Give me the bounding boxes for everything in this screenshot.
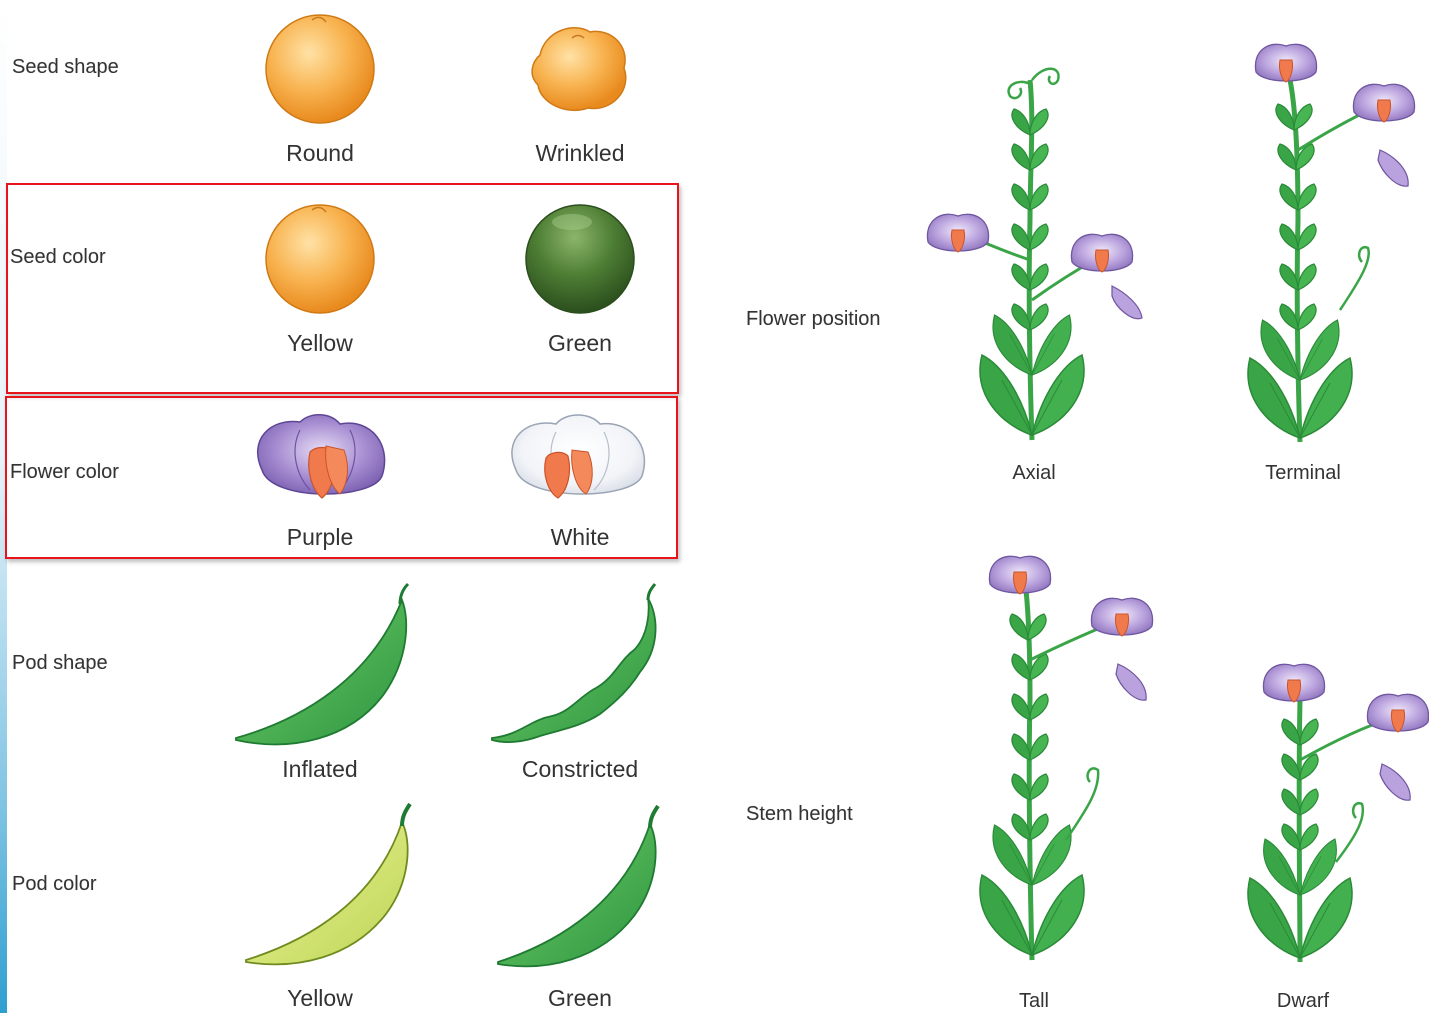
pod-inflated (236, 584, 408, 744)
seed-wrinkled (532, 28, 626, 111)
row-label-flower-color: Flower color (10, 461, 119, 484)
plant-label-terminal: Terminal (1203, 462, 1403, 485)
plant-axial (927, 69, 1142, 440)
variant-label-yellow-seed: Yellow (220, 330, 420, 357)
variant-label-green-seed: Green (480, 330, 680, 357)
pod-yellow (246, 804, 410, 964)
variant-label-green-pod: Green (480, 985, 680, 1012)
row-label-pod-shape: Pod shape (12, 652, 108, 675)
pod-constricted (492, 584, 656, 742)
trait-label-flower-position: Flower position (746, 308, 881, 331)
variant-label-wrinkled: Wrinkled (480, 140, 680, 167)
variant-label-round: Round (220, 140, 420, 167)
variant-label-constricted: Constricted (480, 756, 680, 783)
highlight-box-seed-color (6, 183, 679, 394)
plant-label-dwarf: Dwarf (1203, 990, 1403, 1013)
plant-dwarf (1248, 664, 1429, 962)
plant-label-axial: Axial (934, 462, 1134, 485)
seed-round (266, 15, 374, 123)
variant-label-yellow-pod: Yellow (220, 985, 420, 1012)
row-label-seed-color: Seed color (10, 246, 106, 269)
variant-label-inflated: Inflated (220, 756, 420, 783)
plant-terminal (1248, 44, 1415, 442)
trait-label-stem-height: Stem height (746, 803, 853, 826)
plant-label-tall: Tall (934, 990, 1134, 1013)
variant-label-white: White (480, 524, 680, 551)
variant-label-purple: Purple (220, 524, 420, 551)
plant-tall (980, 556, 1153, 960)
pod-green (498, 806, 658, 966)
row-label-pod-color: Pod color (12, 873, 97, 896)
row-label-seed-shape: Seed shape (12, 56, 119, 79)
